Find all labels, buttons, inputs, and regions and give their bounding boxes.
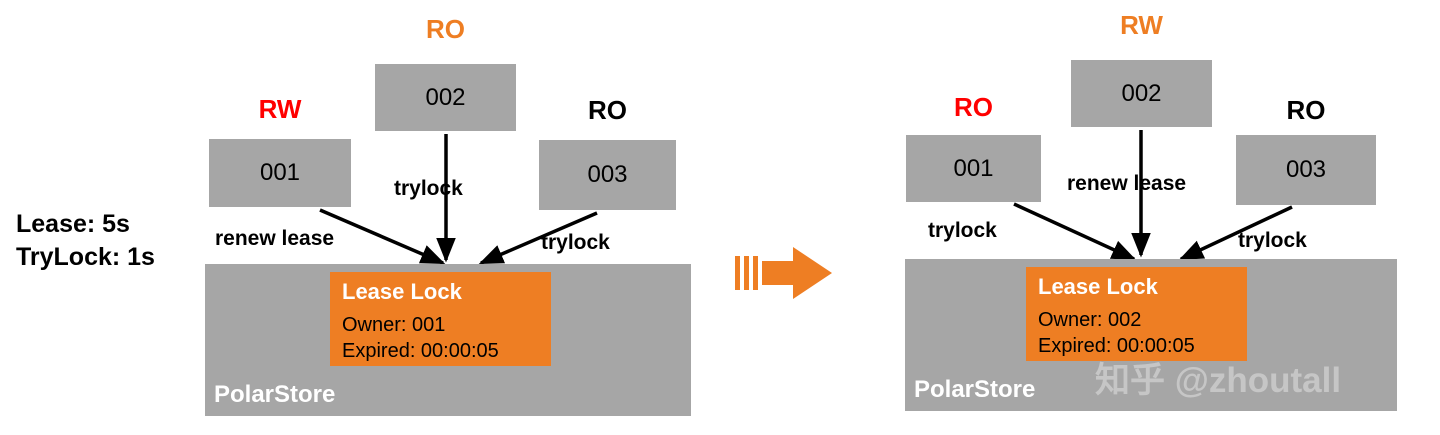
right-lease-lock-owner: Owner: 002: [1038, 309, 1142, 331]
left-node-002: 002: [375, 64, 516, 131]
right-node-002: 002: [1071, 60, 1212, 127]
right-lease-lock-title: Lease Lock: [1038, 274, 1158, 299]
left-lease-lock: Lease Lock Owner: 001 Expired: 00:00:05: [330, 272, 551, 366]
right-polarstore: Lease Lock Owner: 002 Expired: 00:00:05 …: [905, 259, 1397, 411]
left-lease-lock-title: Lease Lock: [342, 279, 462, 304]
left-node-001: 001: [209, 139, 351, 207]
left-lease-lock-owner: Owner: 001: [342, 314, 446, 336]
right-node-002-role: RW: [1120, 10, 1163, 40]
right-node-001-id: 001: [953, 154, 994, 182]
trylock-note: TryLock: 1s: [16, 243, 155, 271]
left-node-003-role: RO: [588, 95, 627, 125]
left-node-002-id: 002: [425, 83, 466, 111]
right-polarstore-label: PolarStore: [914, 376, 1036, 403]
transition-arrow-icon: [735, 247, 832, 299]
right-edge-002-label: renew lease: [1067, 172, 1187, 195]
lease-note: Lease: 5s: [16, 210, 130, 238]
left-node-001-role: RW: [258, 94, 302, 124]
watermark: 知乎 @zhoutall: [1095, 361, 1342, 400]
left-edge-003-label: trylock: [541, 231, 610, 254]
left-node-003: 003: [539, 140, 676, 210]
left-node-001-id: 001: [259, 159, 301, 186]
left-edge-001-label: renew lease: [215, 227, 335, 250]
right-lease-lock: Lease Lock Owner: 002 Expired: 00:00:05: [1026, 267, 1247, 361]
left-polarstore: Lease Lock Owner: 001 Expired: 00:00:05 …: [205, 264, 691, 416]
right-lease-lock-expired: Expired: 00:00:05: [1038, 335, 1195, 357]
right-node-001: 001: [906, 135, 1041, 202]
left-lease-lock-expired: Expired: 00:00:05: [342, 340, 499, 362]
left-edge-002-label: trylock: [394, 177, 463, 200]
left-node-002-role: RO: [426, 14, 465, 44]
right-node-003: 003: [1236, 135, 1376, 205]
left-node-003-id: 003: [587, 161, 628, 188]
right-node-003-id: 003: [1285, 156, 1327, 183]
right-node-001-role: RO: [954, 92, 993, 122]
right-edge-003-label: trylock: [1238, 229, 1307, 252]
right-node-002-id: 002: [1121, 79, 1162, 107]
right-node-003-role: RO: [1286, 95, 1326, 125]
right-edge-001-label: trylock: [928, 219, 997, 242]
left-polarstore-label: PolarStore: [214, 381, 336, 408]
